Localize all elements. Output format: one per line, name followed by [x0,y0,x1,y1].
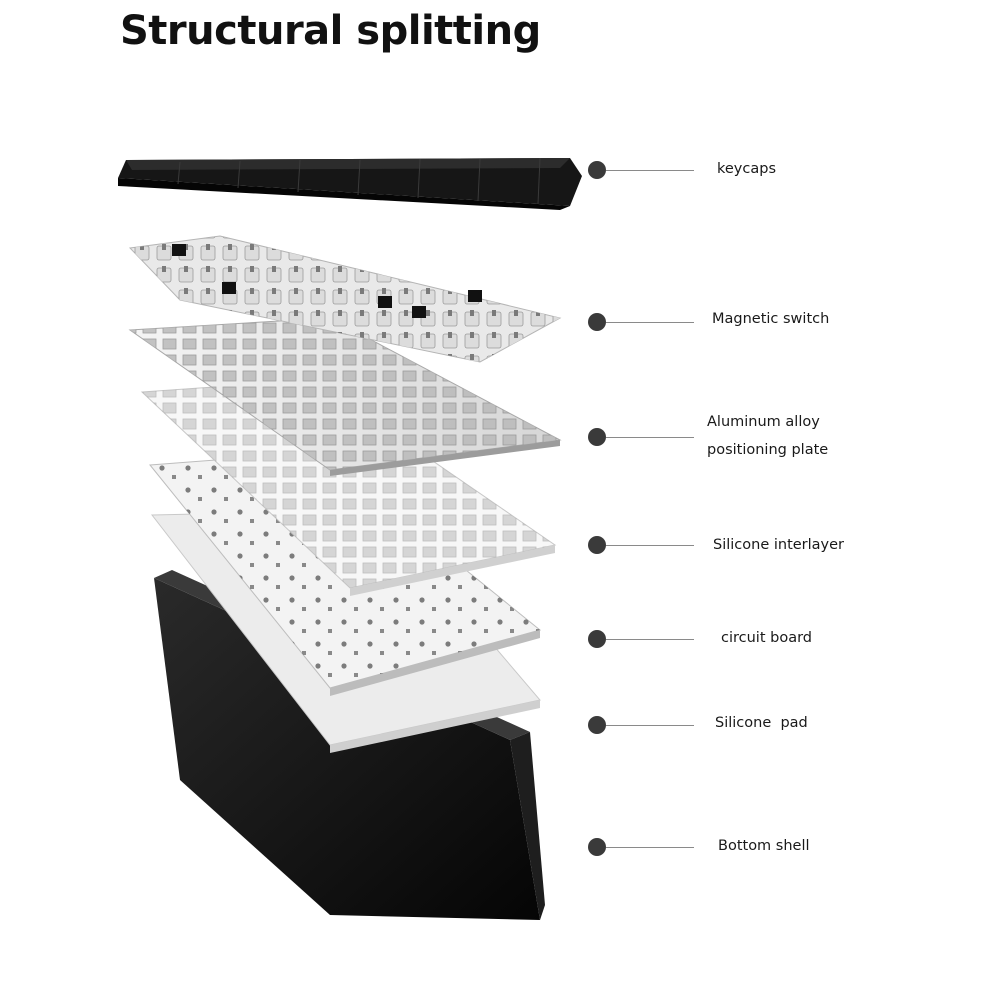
callout-line [606,725,694,726]
callout-line [606,322,694,323]
label-aluminum-plate-line1: Aluminum alloy [707,414,820,430]
label-silicone-pad: Silicone pad [715,715,808,731]
callout-bottom-shell [588,838,878,858]
label-aluminum-plate-line2: positioning plate [707,442,829,458]
callout-magnetic-switch [588,313,878,333]
callout-dot [588,536,606,554]
callout-line [606,847,694,848]
label-bottom-shell: Bottom shell [718,838,810,854]
page-title: Structural splitting [120,8,541,54]
label-keycaps: keycaps [717,161,776,177]
callout-line [606,545,694,546]
callout-line [606,437,694,438]
keycaps-layer [118,157,582,210]
callout-aluminum-plate [588,428,878,448]
callout-silicone-interlayer [588,536,878,556]
aluminum-plate-layer [128,317,562,476]
callout-dot [588,630,606,648]
silicone-interlayer-layer [140,379,557,596]
callout-line [606,639,694,640]
callout-dot [588,838,606,856]
callout-dot [588,313,606,331]
magnetic-switch-layer [128,235,562,363]
callout-keycaps [588,161,878,181]
label-magnetic-switch: Magnetic switch [712,311,830,327]
callout-silicone-pad [588,716,878,736]
callout-line [606,170,694,171]
callout-dot [588,428,606,446]
callout-dot [588,161,606,179]
callout-dot [588,716,606,734]
callout-circuit-board [588,630,878,650]
label-silicone-interlayer: Silicone interlayer [713,537,845,553]
label-circuit-board: circuit board [721,630,813,646]
